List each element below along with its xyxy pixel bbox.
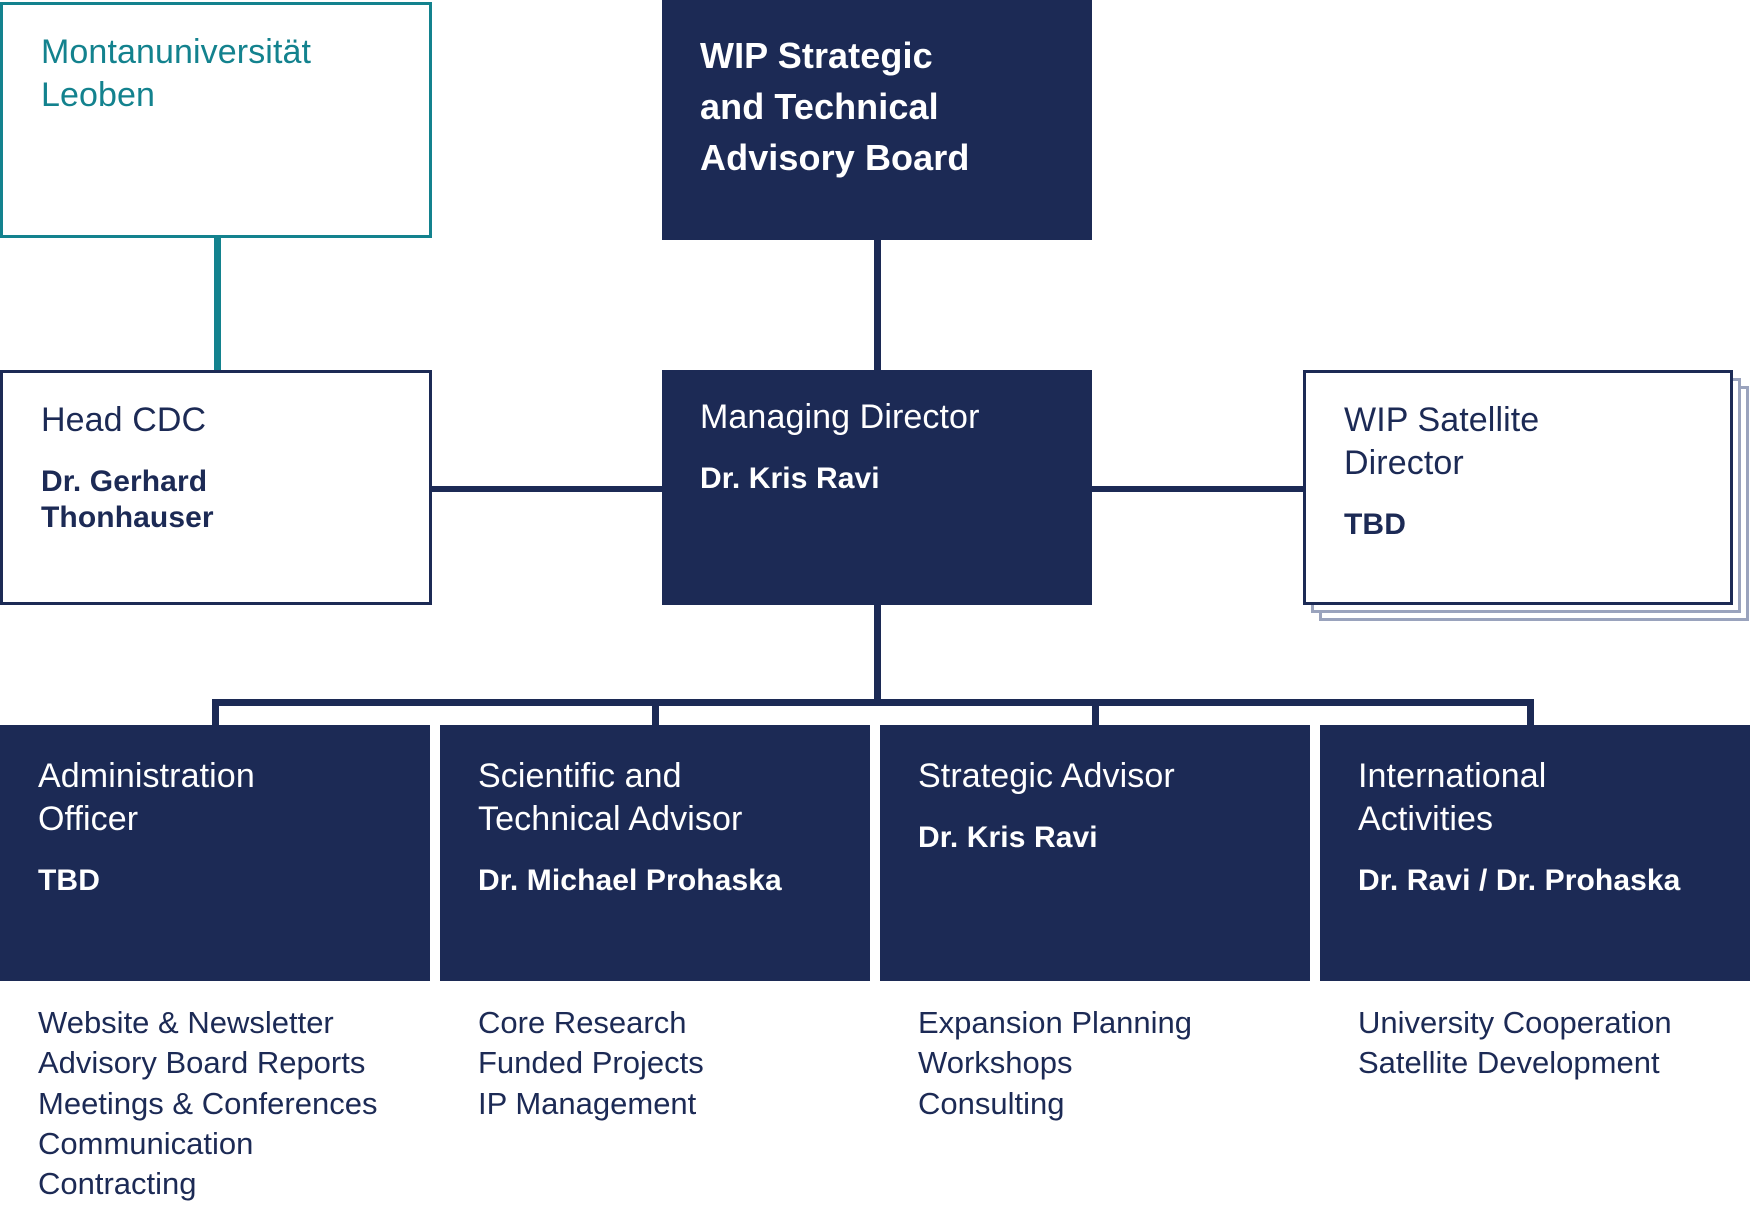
connector-university-to-headcdc	[214, 238, 221, 372]
node-montanuniversitaet-leoben[interactable]: Montanuniversität Leoben	[0, 2, 432, 238]
detail-line: Website & Newsletter	[38, 1005, 334, 1040]
satellite-person: TBD	[1344, 507, 1406, 541]
node-wip-satellite-director[interactable]: WIP Satellite Director TBD	[1303, 370, 1733, 605]
leaf0-person: TBD	[38, 863, 100, 897]
connector-drop-strategic	[1092, 699, 1099, 725]
advisory-role-line1: WIP Strategic	[700, 35, 933, 76]
detail-line: Advisory Board Reports	[38, 1045, 366, 1081]
managing-director-role: Managing Director	[700, 398, 980, 436]
leaf3-role-line2: Activities	[1358, 799, 1494, 838]
node-strategic-advisor[interactable]: Strategic Advisor Dr. Kris Ravi	[880, 725, 1310, 981]
connector-drop-administration	[212, 699, 219, 725]
spacer	[1344, 485, 1692, 507]
university-role-line1: Montanuniversität	[41, 33, 312, 71]
connector-drop-international	[1527, 699, 1534, 725]
detail-line: Communication	[38, 1125, 254, 1161]
detail-line: Consulting	[918, 1085, 1065, 1121]
headcdc-person-line2: Thonhauser	[41, 501, 214, 535]
spacer	[38, 841, 392, 863]
managing-director-person: Dr. Kris Ravi	[700, 461, 880, 495]
leaf2-role-line1: Strategic Advisor	[918, 757, 1175, 795]
leaf3-role-line1: International	[1358, 757, 1547, 795]
advisory-role-line2: and Technical	[700, 86, 939, 128]
node-managing-director[interactable]: Managing Director Dr. Kris Ravi	[662, 370, 1092, 605]
leaf1-person: Dr. Michael Prohaska	[478, 863, 782, 897]
detail-line: Meetings & Conferences	[38, 1085, 378, 1121]
connector-drop-scientific	[652, 699, 659, 725]
leaf1-role-line1: Scientific and	[478, 757, 682, 795]
spacer	[41, 442, 391, 464]
spacer	[700, 439, 1054, 461]
detail-line: Contracting	[38, 1166, 197, 1202]
leaf0-role-line1: Administration	[38, 757, 255, 795]
satellite-role-line2: Director	[1344, 443, 1464, 482]
detail-line: Satellite Development	[1358, 1045, 1660, 1081]
node-head-cdc[interactable]: Head CDC Dr. Gerhard Thonhauser	[0, 370, 432, 605]
detail-line: University Cooperation	[1358, 1005, 1672, 1040]
connector-managing-director-drop	[874, 605, 881, 705]
leaf2-person: Dr. Kris Ravi	[918, 820, 1098, 854]
detail-line: Core Research	[478, 1005, 687, 1040]
connector-managing-director-to-satellite	[1090, 486, 1305, 492]
advisory-role-line3: Advisory Board	[700, 137, 970, 179]
node-scientific-technical-advisor[interactable]: Scientific and Technical Advisor Dr. Mic…	[440, 725, 870, 981]
detail-line: IP Management	[478, 1085, 697, 1121]
headcdc-role: Head CDC	[41, 401, 207, 439]
connector-headcdc-to-managing-director	[430, 486, 664, 492]
headcdc-person-line1: Dr. Gerhard	[41, 464, 208, 498]
spacer	[918, 798, 1272, 820]
detail-line: Expansion Planning	[918, 1005, 1193, 1040]
leaf1-role-line2: Technical Advisor	[478, 799, 743, 838]
detail-line: Workshops	[918, 1045, 1073, 1081]
connector-distribution-bus	[212, 699, 1534, 706]
university-role-line2: Leoben	[41, 75, 156, 114]
leaf3-person: Dr. Ravi / Dr. Prohaska	[1358, 863, 1681, 897]
leaf0-role-line2: Officer	[38, 799, 139, 838]
node-administration-officer[interactable]: Administration Officer TBD	[0, 725, 430, 981]
node-international-activities[interactable]: International Activities Dr. Ravi / Dr. …	[1320, 725, 1750, 981]
spacer	[478, 841, 832, 863]
satellite-role-line1: WIP Satellite	[1344, 401, 1540, 439]
spacer	[1358, 841, 1712, 863]
node-advisory-board[interactable]: WIP Strategic and Technical Advisory Boa…	[662, 0, 1092, 240]
connector-advisory-to-managing-director	[874, 240, 881, 372]
detail-line: Funded Projects	[478, 1045, 704, 1081]
